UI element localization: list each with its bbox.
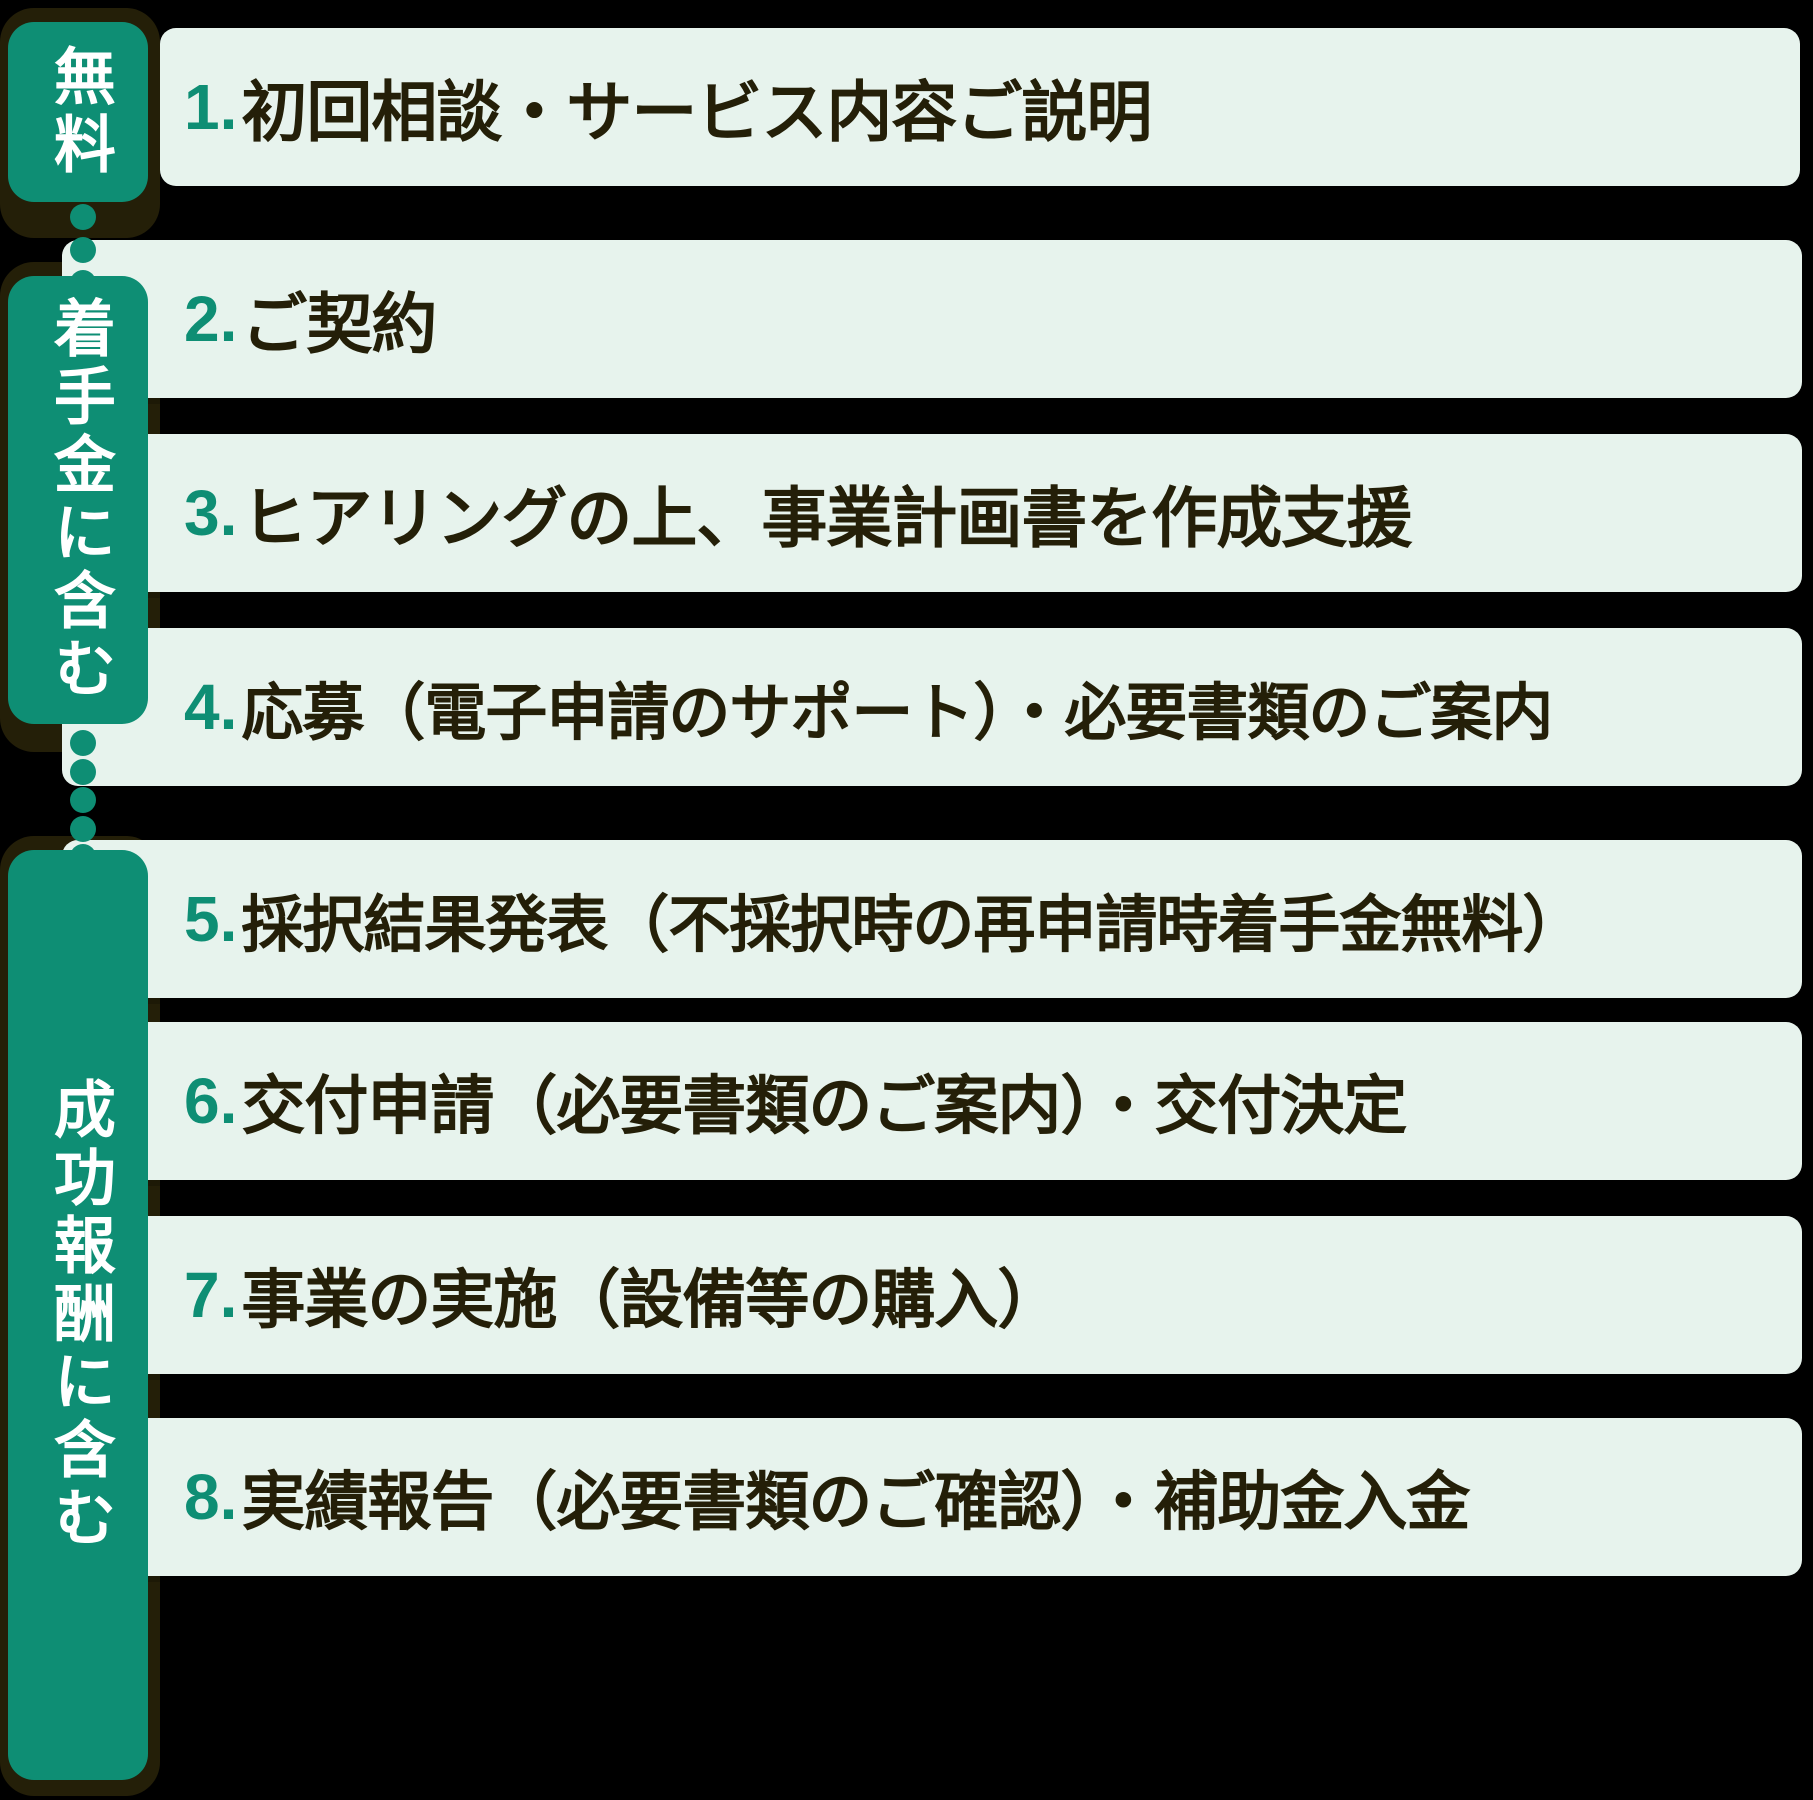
step-number-5: 5. [184, 883, 238, 955]
step-row-6[interactable]: 6. 交付申請（必要書類のご案内）・交付決定 [62, 1022, 1802, 1180]
step-row-3[interactable]: 3. ヒアリングの上、事業計画書を作成支援 [62, 434, 1802, 592]
step-row-2[interactable]: 2. ご契約 [62, 240, 1802, 398]
connector-dot [70, 237, 96, 263]
step-number-6: 6. [184, 1065, 238, 1137]
step-number-3: 3. [184, 477, 238, 549]
step-row-4[interactable]: 4. 応募（電子申請のサポート）・必要書類のご案内 [62, 628, 1802, 786]
connector-dot [70, 815, 96, 842]
group-label-success: 成功報酬に含む [8, 850, 148, 1780]
step-text-8: 実績報告（必要書類のご確認）・補助金入金 [241, 1466, 1470, 1538]
step-text-3: ヒアリングの上、事業計画書を作成支援 [241, 481, 1412, 555]
step-number-2: 2. [184, 283, 238, 355]
connector-dot [70, 204, 96, 230]
group-label-free-text: 無料 [43, 44, 113, 180]
connector-1 [70, 204, 96, 296]
step-row-7[interactable]: 7. 事業の実施（設備等の購入） [62, 1216, 1802, 1374]
step-row-1[interactable]: 1. 初回相談・サービス内容ご説明 [160, 28, 1800, 186]
step-number-1: 1. [184, 71, 238, 143]
connector-dot [70, 270, 96, 296]
step-text-4: 応募（電子申請のサポート）・必要書類のご案内 [241, 679, 1553, 748]
group-rail: 無料 着手金に含む 成功報酬に含む [0, 0, 160, 1800]
step-row-8[interactable]: 8. 実績報告（必要書類のご確認）・補助金入金 [62, 1418, 1802, 1576]
step-text-1: 初回相談・サービス内容ご説明 [241, 75, 1152, 149]
step-number-7: 7. [184, 1259, 238, 1331]
step-number-8: 8. [184, 1461, 238, 1533]
step-text-5: 採択結果発表（不採択時の再申請時着手金無料） [241, 891, 1584, 960]
connector-dot [70, 787, 96, 813]
connector-2 [70, 730, 96, 870]
connector-dot [70, 758, 96, 785]
group-label-success-text: 成功報酬に含む [43, 1077, 113, 1553]
step-text-2: ご契約 [241, 287, 437, 361]
group-label-retainer: 着手金に含む [8, 276, 148, 724]
step-row-5[interactable]: 5. 採択結果発表（不採択時の再申請時着手金無料） [62, 840, 1802, 998]
connector-dot [70, 730, 96, 756]
group-label-free: 無料 [8, 22, 148, 202]
connector-dot [70, 844, 96, 870]
step-text-7: 事業の実施（設備等の購入） [241, 1264, 1061, 1336]
group-label-retainer-text: 着手金に含む [43, 296, 113, 704]
step-number-4: 4. [184, 671, 238, 743]
step-text-6: 交付申請（必要書類のご案内）・交付決定 [241, 1070, 1407, 1142]
